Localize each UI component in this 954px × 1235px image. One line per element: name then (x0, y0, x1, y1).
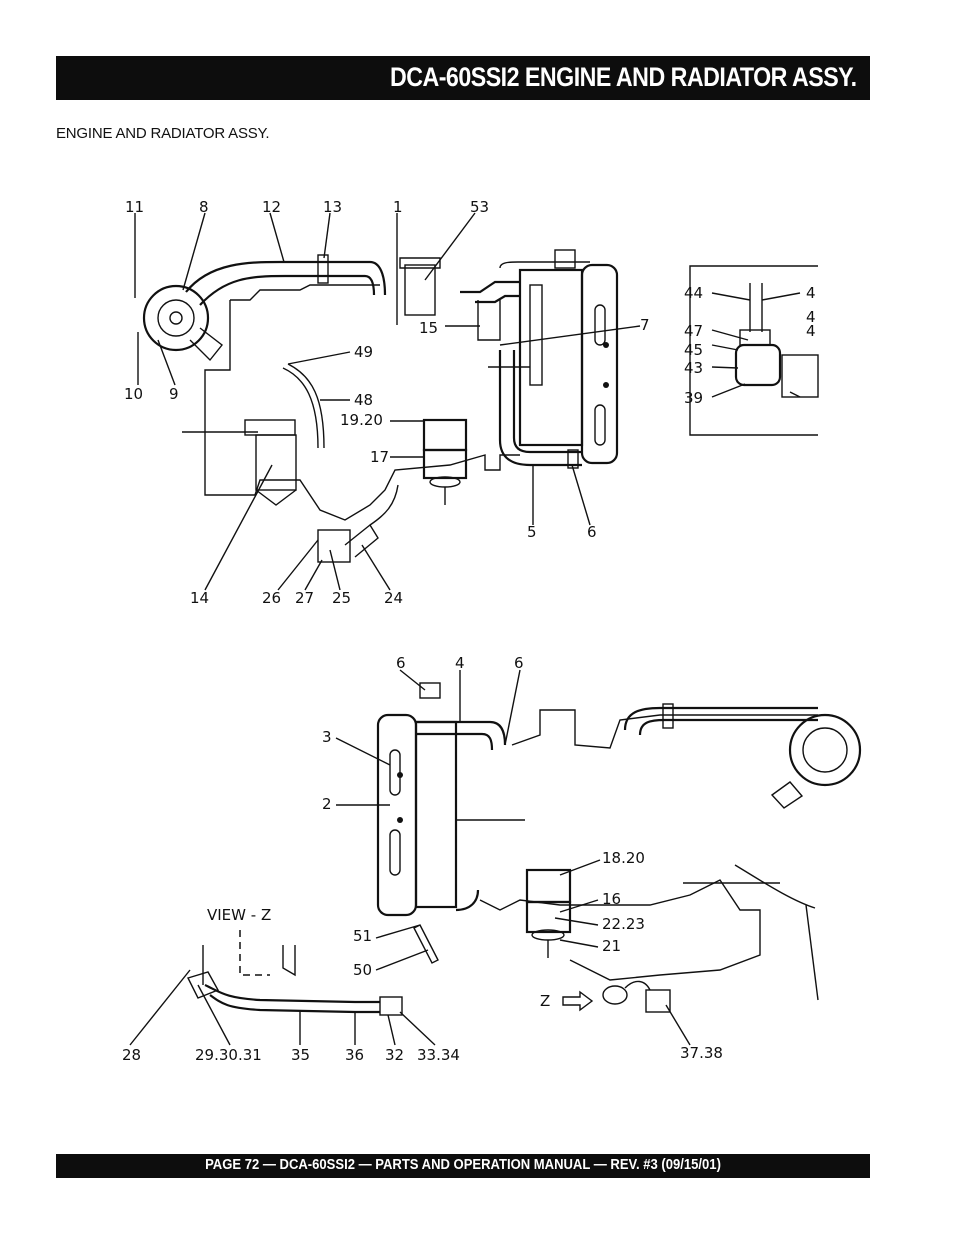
callout-47: 47 (684, 322, 703, 340)
footer-bar: PAGE 72 — DCA-60SSI2 — PARTS AND OPERATI… (56, 1154, 870, 1178)
callout-22-23: 22.23 (602, 915, 645, 933)
callout-26: 26 (262, 589, 281, 607)
callout-b-6a: 6 (396, 654, 406, 672)
callout-5: 5 (527, 523, 537, 541)
z-arrow-label: Z (540, 992, 550, 1010)
callout-b-4: 4 (455, 654, 465, 672)
callout-51: 51 (353, 927, 372, 945)
callout-49: 49 (354, 343, 373, 361)
callout-48: 48 (354, 391, 373, 409)
callout-inset-4b: 4 (806, 322, 816, 340)
callout-19-20: 19.20 (340, 411, 383, 429)
callout-35: 35 (291, 1046, 310, 1064)
callout-13: 13 (323, 198, 342, 216)
callout-44: 44 (684, 284, 703, 302)
callout-36: 36 (345, 1046, 364, 1064)
section-subtitle: ENGINE AND RADIATOR ASSY. (56, 125, 270, 142)
callout-43: 43 (684, 359, 703, 377)
callout-21: 21 (602, 937, 621, 955)
callout-14: 14 (190, 589, 209, 607)
top-engine-view (134, 212, 819, 591)
callout-inset-4a: 4 (806, 284, 816, 302)
callout-inset-4c: 4 (806, 308, 816, 326)
callout-53: 53 (470, 198, 489, 216)
callout-37-38: 37.38 (680, 1044, 723, 1062)
callout-11: 11 (125, 198, 144, 216)
callout-10: 10 (124, 385, 143, 403)
top-callouts: 11 8 12 13 1 53 10 9 15 7 49 48 19.20 17… (124, 198, 816, 607)
callout-12: 12 (262, 198, 281, 216)
callout-7: 7 (640, 316, 650, 334)
callout-9: 9 (169, 385, 179, 403)
callout-25: 25 (332, 589, 351, 607)
page-footer: PAGE 72 — DCA-60SSI2 — PARTS AND OPERATI… (205, 1157, 721, 1173)
callout-39: 39 (684, 389, 703, 407)
title-bar: DCA-60SSI2 ENGINE AND RADIATOR ASSY. (56, 56, 870, 100)
callout-45: 45 (684, 341, 703, 359)
callout-27: 27 (295, 589, 314, 607)
callout-28: 28 (122, 1046, 141, 1064)
callout-b-2: 2 (322, 795, 332, 813)
callout-6: 6 (587, 523, 597, 541)
callout-18-20: 18.20 (602, 849, 645, 867)
callout-b-6b: 6 (514, 654, 524, 672)
callout-33-34: 33.34 (417, 1046, 460, 1064)
bottom-callouts: 6 4 6 3 2 18.20 16 22.23 21 VIEW - Z 51 … (122, 654, 723, 1064)
callout-16: 16 (602, 890, 621, 908)
callout-8: 8 (199, 198, 209, 216)
view-z-label: VIEW - Z (207, 906, 271, 924)
callout-29-30-31: 29.30.31 (195, 1046, 262, 1064)
callout-24: 24 (384, 589, 403, 607)
callout-b-3: 3 (322, 728, 332, 746)
callout-1: 1 (393, 198, 403, 216)
callout-50: 50 (353, 961, 372, 979)
callout-32: 32 (385, 1046, 404, 1064)
callout-17: 17 (370, 448, 389, 466)
callout-15: 15 (419, 319, 438, 337)
page-title: DCA-60SSI2 ENGINE AND RADIATOR ASSY. (389, 62, 856, 92)
bottom-engine-view (129, 669, 862, 1046)
